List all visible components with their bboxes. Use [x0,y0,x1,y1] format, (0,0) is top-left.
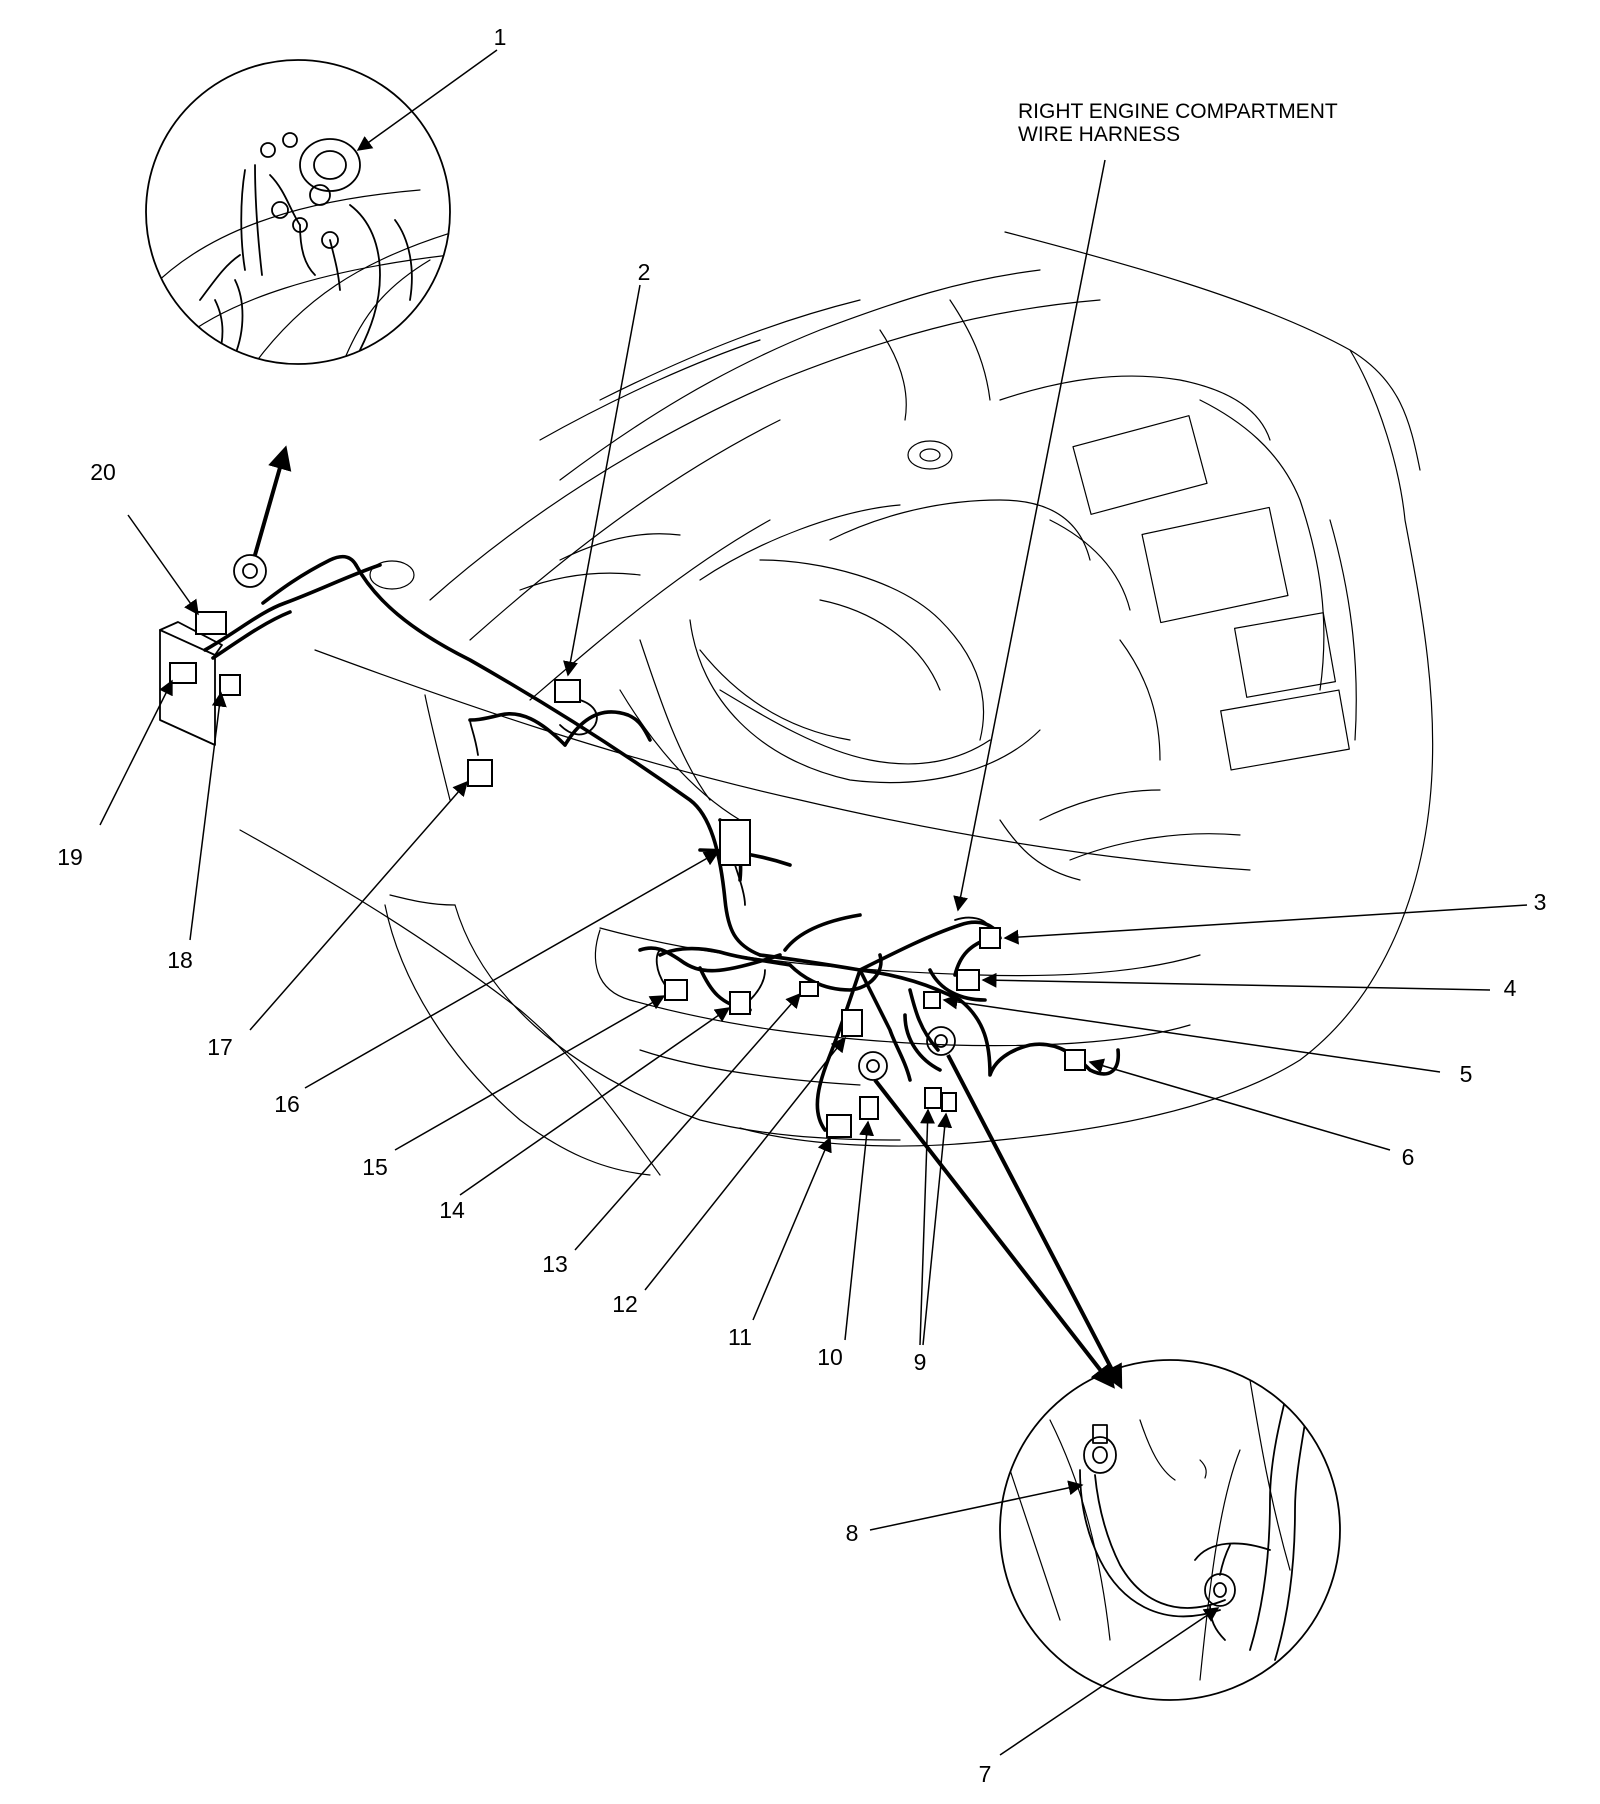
connector-13 [799,981,819,997]
label-11: 11 [728,1324,752,1350]
callout-title: RIGHT ENGINE COMPARTMENT WIRE HARNESS [1018,100,1338,146]
main-wire-harness [203,554,1120,1132]
label-4: 4 [1504,975,1517,1001]
connector-10 [859,1096,879,1120]
label-1: 1 [494,24,507,50]
connector-14 [729,991,751,1015]
connector-11 [826,1114,852,1138]
detail-circle-top [145,59,451,365]
connector-2 [554,679,581,703]
label-9: 9 [914,1349,927,1375]
connector-3 [979,927,1001,949]
label-18: 18 [167,947,193,973]
connector-20 [195,611,227,635]
callout-title-line-1: RIGHT ENGINE COMPARTMENT [1018,100,1338,123]
callout-title-line-2: WIRE HARNESS [1018,123,1180,146]
label-10: 10 [817,1344,843,1370]
label-17: 17 [207,1034,233,1060]
detail-circle-bottom [999,1359,1341,1701]
part-labels: 1 2 3 4 5 6 7 8 9 10 11 12 13 14 15 16 1… [57,24,1546,1787]
label-13: 13 [542,1251,568,1277]
connector-4 [956,969,980,991]
connector-17 [467,759,493,787]
connector-9b [941,1092,957,1112]
label-7: 7 [979,1761,992,1787]
connector-12 [841,1009,863,1037]
label-15: 15 [362,1154,388,1180]
label-19: 19 [57,844,83,870]
grommet-top [233,554,267,588]
connector-15 [664,979,688,1001]
label-16: 16 [274,1091,300,1117]
label-12: 12 [612,1291,638,1317]
label-14: 14 [439,1197,465,1223]
connector-16 [719,819,751,866]
label-6: 6 [1402,1144,1415,1170]
connector-18 [219,674,241,696]
leader-lines [99,49,1528,1756]
connectors [159,554,1086,1138]
connector-19 [169,662,197,684]
grommet-b [926,1026,956,1056]
connector-6 [1064,1049,1086,1071]
connector-5 [923,991,941,1009]
label-20: 20 [90,459,116,485]
label-5: 5 [1460,1061,1473,1087]
label-8: 8 [846,1520,859,1546]
label-3: 3 [1534,889,1547,915]
label-2: 2 [638,259,651,285]
connector-9a [924,1087,942,1109]
car-body-outline [239,231,1434,1176]
grommet-a [858,1051,888,1081]
